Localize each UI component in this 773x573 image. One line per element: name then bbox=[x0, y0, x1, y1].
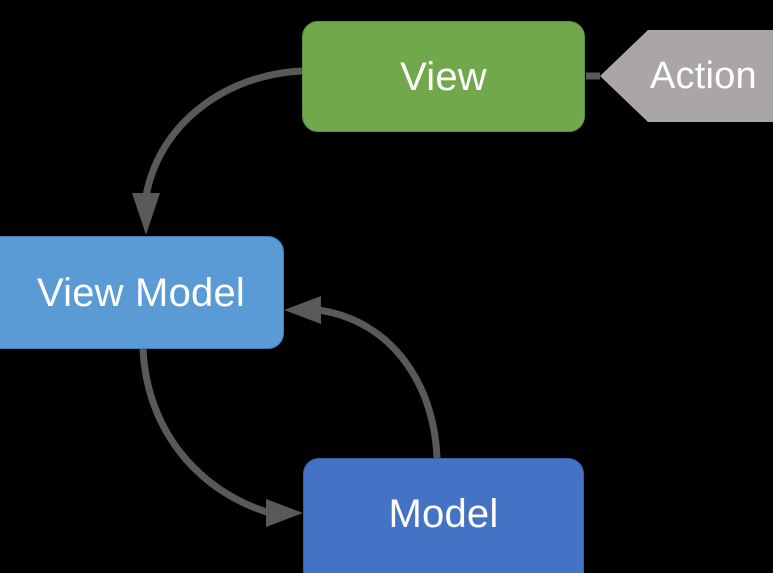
node-view-label: View bbox=[400, 54, 487, 99]
node-action[interactable]: Action bbox=[600, 30, 773, 122]
node-view-model[interactable]: View Model bbox=[0, 236, 284, 349]
connector-model-to-view-model bbox=[284, 296, 441, 459]
node-model[interactable]: Model bbox=[303, 458, 584, 573]
node-model-label: Model bbox=[388, 492, 499, 536]
connector-view-model-to-model bbox=[139, 348, 303, 527]
node-action-label: Action bbox=[650, 55, 757, 97]
node-view-model-label: View Model bbox=[36, 270, 245, 315]
node-view[interactable]: View bbox=[302, 21, 585, 132]
connector-view-to-view-model bbox=[132, 67, 303, 235]
